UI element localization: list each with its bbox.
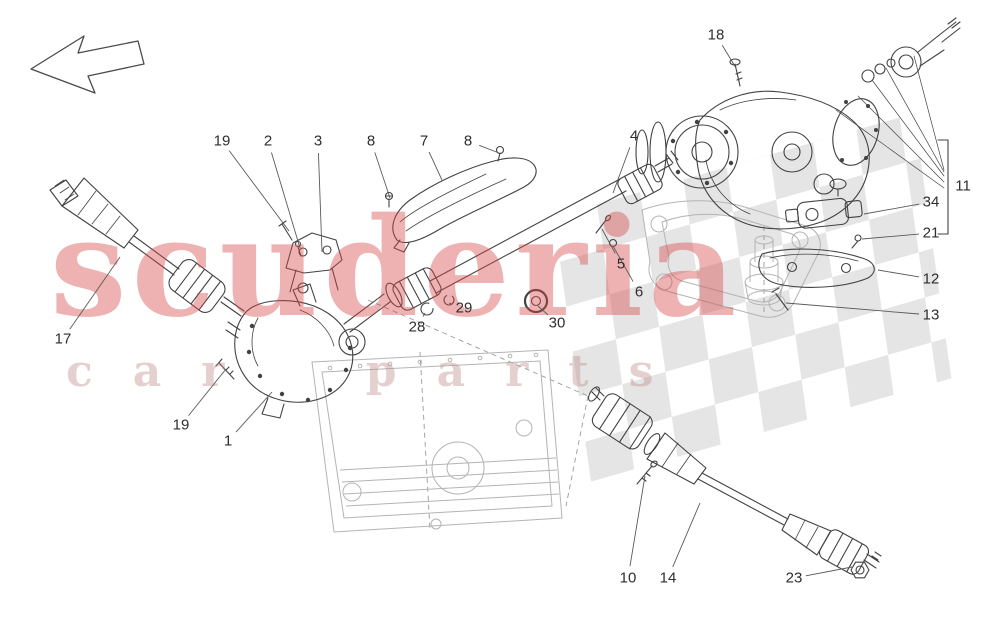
part-callout-10: 10: [619, 569, 637, 587]
support-bracket: [758, 248, 875, 311]
right-axle-shaft: [588, 386, 882, 579]
oil-sump: [311, 349, 563, 533]
actuator-motor: [785, 197, 863, 229]
heat-shield: [384, 145, 537, 253]
seal: [523, 288, 549, 314]
part-callout-18: 18: [707, 26, 725, 44]
construction-lines: [367, 226, 765, 531]
part-callout-4: 4: [629, 127, 639, 145]
part-callout-1: 1: [223, 432, 233, 450]
hub-nut: [850, 561, 870, 579]
part-callout-17: 17: [54, 330, 72, 348]
part-callout-12: 12: [922, 270, 940, 288]
part-callout-19: 19: [213, 132, 231, 150]
part-callout-7: 7: [419, 132, 429, 150]
background-parts: [311, 200, 821, 533]
part-callout-21: 21: [922, 224, 940, 242]
part-callout-14: 14: [659, 569, 677, 587]
front-differential: [215, 220, 391, 419]
part-callout-3: 3: [313, 132, 323, 150]
circlip: [443, 294, 455, 306]
part-callout-34: 34: [922, 193, 940, 211]
part-callout-13: 13: [922, 306, 940, 324]
engine-mount: [744, 235, 784, 306]
snap-ring: [420, 302, 434, 316]
part-callout-11: 11: [955, 177, 971, 195]
part-callout-29: 29: [455, 299, 473, 317]
group-bracket: [937, 139, 949, 235]
part-callout-6: 6: [634, 283, 644, 301]
part-callout-28: 28: [408, 318, 426, 336]
left-axle-shaft: [49, 177, 245, 317]
part-callout-5: 5: [616, 255, 626, 273]
part-callout-30: 30: [548, 314, 566, 332]
direction-arrow-icon: [30, 35, 145, 94]
part-callout-23: 23: [785, 569, 803, 587]
part-callout-2: 2: [263, 132, 273, 150]
drive-shaft: [385, 150, 679, 316]
part-callout-8: 8: [366, 132, 376, 150]
part-callout-8: 8: [463, 132, 473, 150]
part-callout-19: 19: [172, 416, 190, 434]
transfer-box: [635, 17, 961, 235]
